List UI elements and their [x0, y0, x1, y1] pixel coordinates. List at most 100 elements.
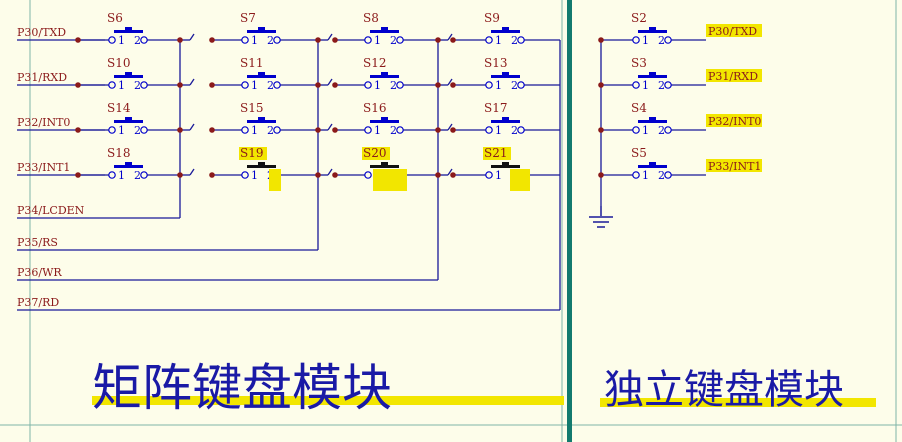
switch-pin-2-contact — [517, 126, 525, 134]
switch-plunger — [502, 162, 509, 165]
switch-actuator-bar — [370, 75, 399, 78]
switch-designator-label: S17 — [484, 101, 508, 115]
switch-pin-2-contact — [664, 36, 672, 44]
switch-pin-2-contact — [664, 126, 672, 134]
switch-pin-1-label: 1 — [495, 169, 502, 182]
switch-designator-label: S18 — [107, 146, 131, 160]
ground-icon — [589, 206, 613, 228]
ground-junction-dot — [598, 82, 604, 88]
switch-pin-1-label: 1 — [495, 124, 502, 137]
switch-pin-1-label: 1 — [374, 124, 381, 137]
switch-plunger — [649, 162, 656, 165]
column-junction-dot — [177, 172, 183, 178]
ground-junction-dot — [598, 172, 604, 178]
row-junction-dot — [209, 172, 215, 178]
row-junction-dot — [75, 172, 81, 178]
highlight-layer — [239, 24, 762, 191]
switch-label-highlight — [483, 147, 511, 160]
switch-actuator-bar — [114, 120, 143, 123]
switch-plunger — [649, 72, 656, 75]
switch-plunger — [502, 117, 509, 120]
row-label-p32-int0: P32/INT0 — [17, 116, 70, 129]
switch-designator-label: S3 — [631, 56, 647, 70]
switch-pin-1-contact — [364, 36, 372, 44]
switch-pin-1-label: 1 — [495, 34, 502, 47]
row-bus-jog — [447, 33, 453, 41]
row-label-p31-rxd: P31/RXD — [17, 71, 67, 84]
switch-plunger — [381, 117, 388, 120]
switch-pin-2-label: 2 — [134, 79, 141, 92]
row-junction-dot — [450, 82, 456, 88]
independent-module-title: 独立键盘模块 — [604, 367, 844, 413]
switch-plunger — [125, 72, 132, 75]
switch-plunger — [649, 117, 656, 120]
switch-pin-2-contact — [517, 36, 525, 44]
switch-pin-2-contact — [517, 81, 525, 89]
row-bus-jog — [327, 123, 333, 131]
switch-pin-1-contact — [364, 81, 372, 89]
switch-pin-2-label: 2 — [267, 79, 274, 92]
switch-pin-1-contact — [485, 171, 493, 179]
switch-pin-highlight — [269, 169, 281, 191]
switch-plunger — [258, 27, 265, 30]
switch-pin-2-contact — [273, 81, 281, 89]
switch-pin-1-contact — [485, 36, 493, 44]
row-junction-dot — [332, 127, 338, 133]
switch-actuator-bar — [247, 75, 276, 78]
row-bus-jog — [327, 78, 333, 86]
junction-layer — [75, 37, 604, 178]
net-label-p31-rxd: P31/RXD — [708, 70, 758, 83]
switch-actuator-bar — [370, 30, 399, 33]
switch-pin-1-contact — [632, 171, 640, 179]
row-bus-jog — [327, 33, 333, 41]
column-label-p37-rd: P37/RD — [17, 296, 59, 309]
row-junction-dot — [332, 37, 338, 43]
row-bus-jog — [447, 78, 453, 86]
column-junction-dot — [315, 172, 321, 178]
switch-pin-1-contact — [241, 81, 249, 89]
row-label-p33-int1: P33/INT1 — [17, 161, 70, 174]
switch-pin-1-contact — [108, 81, 116, 89]
row-junction-dot — [450, 127, 456, 133]
switch-actuator-bar — [638, 165, 667, 168]
column-junction-dot — [435, 127, 441, 133]
switch-pin-2-label: 2 — [390, 34, 397, 47]
switch-plunger — [502, 72, 509, 75]
switch-plunger — [381, 162, 388, 165]
switch-designator-label: S11 — [240, 56, 264, 70]
switch-actuator-bar — [247, 165, 276, 168]
switch-pin-2-contact — [140, 171, 148, 179]
switch-pin-2-label: 2 — [658, 124, 665, 137]
switch-pin-highlight — [373, 169, 407, 191]
switch-pin-1-contact — [632, 36, 640, 44]
switch-pin-2-contact — [140, 81, 148, 89]
column-junction-dot — [177, 37, 183, 43]
switch-pin-2-label: 2 — [134, 169, 141, 182]
module-divider — [567, 0, 572, 442]
switch-actuator-bar — [114, 30, 143, 33]
net-label-highlight — [706, 114, 762, 127]
switch-actuator-bar — [247, 120, 276, 123]
switch-pin-1-label: 1 — [251, 79, 258, 92]
column-label-p36-wr: P36/WR — [17, 266, 62, 279]
switch-plunger — [258, 162, 265, 165]
row-junction-dot — [209, 37, 215, 43]
switch-pin-1-label: 1 — [251, 169, 258, 182]
switch-designator-label: S20 — [363, 146, 387, 160]
switch-pin-2-contact — [273, 36, 281, 44]
switch-pin-2-label: 2 — [658, 34, 665, 47]
switch-pin-1-label: 1 — [642, 169, 649, 182]
switch-designator-label: S8 — [363, 11, 379, 25]
switch-designator-label: S7 — [240, 11, 256, 25]
switch-pin-1-label: 1 — [251, 34, 258, 47]
switch-pin-2-label: 2 — [134, 34, 141, 47]
switch-pin-1-label: 1 — [374, 79, 381, 92]
